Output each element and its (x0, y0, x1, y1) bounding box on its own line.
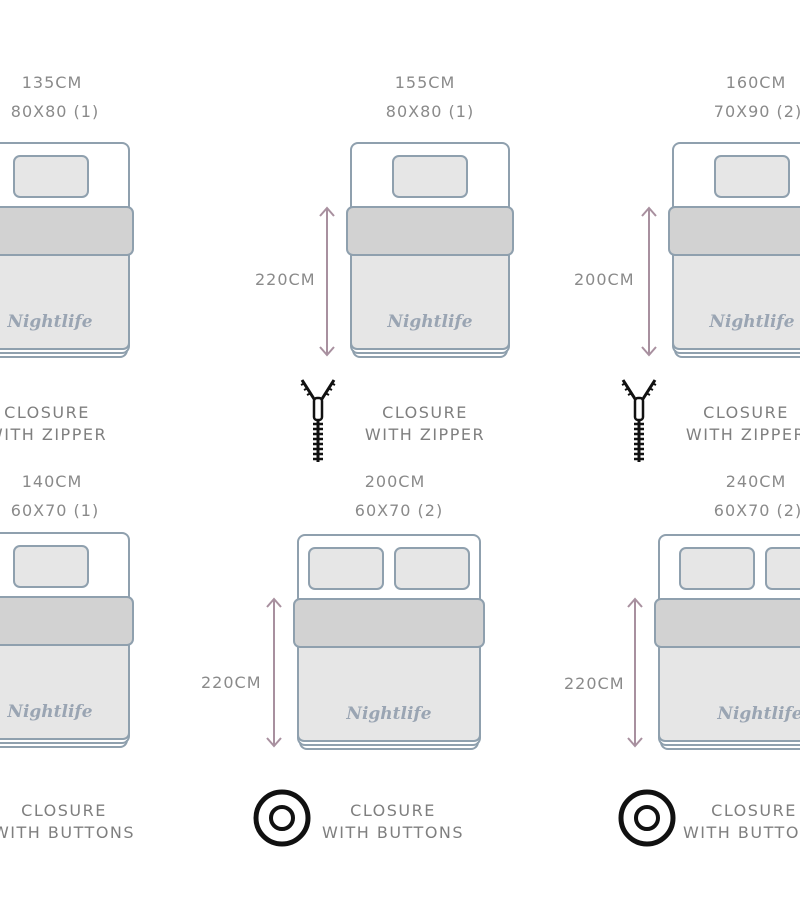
duvet-fold (346, 206, 514, 256)
bed-illustration: Nightlife (293, 534, 487, 752)
length-arrow (266, 597, 282, 748)
pillow (13, 155, 89, 198)
pillow-size-label: 60X70 (2) (354, 501, 444, 520)
pillow-size-label: 80X80 (1) (385, 102, 475, 121)
bed-illustration: Nightlife (0, 142, 134, 360)
pillow-left (679, 547, 755, 590)
brand-logo: Nightlife (346, 704, 432, 724)
closure-label: CLOSURE WITH BUTTONS (321, 801, 465, 842)
pillow-right (765, 547, 800, 590)
pillow-size-label: 60X70 (1) (10, 501, 100, 520)
duvet (0, 246, 130, 350)
length-label: 200CM (574, 270, 635, 289)
bed-base (660, 742, 800, 750)
length-arrow (627, 597, 643, 748)
bed-illustration: Nightlife (0, 532, 134, 750)
duvet-fold (654, 598, 800, 648)
duvet-fold (0, 206, 134, 256)
duvet (672, 246, 800, 350)
duvet (297, 638, 481, 742)
closure-label: CLOSURE WITH ZIPPER (0, 403, 108, 444)
duvet-fold (0, 596, 134, 646)
length-arrow (319, 206, 335, 357)
brand-logo: Nightlife (387, 312, 473, 332)
duvet-fold (293, 598, 485, 648)
length-label: 220CM (255, 270, 316, 289)
width-label: 240CM (725, 472, 787, 491)
length-label: 220CM (201, 673, 262, 692)
duvet (658, 638, 800, 742)
pillow-left (308, 547, 384, 590)
bed-base (674, 350, 800, 358)
pillow-size-label: 80X80 (1) (10, 102, 100, 121)
brand-logo: Nightlife (717, 704, 800, 724)
pillow (13, 545, 89, 588)
pillow (714, 155, 790, 198)
pillow-right (394, 547, 470, 590)
bed-illustration: Nightlife (654, 534, 800, 752)
width-label: 160CM (725, 73, 787, 92)
button-icon (618, 789, 676, 847)
bed-illustration: Nightlife (346, 142, 514, 360)
closure-label: CLOSURE WITH BUTTONS (0, 801, 136, 842)
duvet (0, 636, 130, 740)
width-label: 140CM (21, 472, 83, 491)
closure-label: CLOSURE WITH ZIPPER (364, 403, 486, 444)
zipper-icon (300, 379, 336, 462)
brand-logo: Nightlife (7, 312, 93, 332)
pillow-size-label: 70X90 (2) (713, 102, 800, 121)
duvet (350, 246, 510, 350)
width-label: 155CM (394, 73, 456, 92)
button-icon (253, 789, 311, 847)
pillow (392, 155, 468, 198)
zipper-icon (621, 379, 657, 462)
width-label: 200CM (364, 472, 426, 491)
duvet-fold (668, 206, 800, 256)
brand-logo: Nightlife (7, 702, 93, 722)
closure-label: CLOSURE WITH BUTTONS (682, 801, 800, 842)
length-arrow (641, 206, 657, 357)
closure-label: CLOSURE WITH ZIPPER (685, 403, 800, 444)
brand-logo: Nightlife (709, 312, 795, 332)
bed-illustration: Nightlife (668, 142, 800, 360)
length-arrows (266, 206, 657, 748)
length-label: 220CM (564, 674, 625, 693)
pillow-size-label: 60X70 (2) (713, 501, 800, 520)
width-label: 135CM (21, 73, 83, 92)
